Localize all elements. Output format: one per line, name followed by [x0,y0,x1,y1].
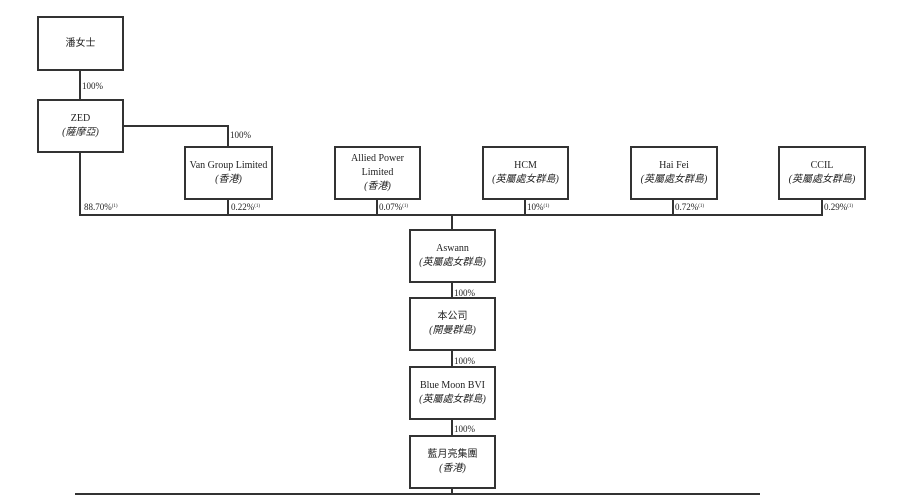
entity-name: ZED [70,113,91,124]
edge-label-aswann-company: 100% [454,288,475,298]
entity-name: Hai Fei [659,160,689,171]
edge-label-zed-aswann: 88.70%(1) [84,202,118,212]
percent: 88.70% [84,202,112,212]
entity-jurisdiction: (香港) [364,181,391,192]
footnote-mark: (1) [698,204,705,209]
entity-jurisdiction: (英屬處女群島) [419,394,486,405]
entity-name: Blue Moon BVI [420,380,485,391]
entity-pan: 潘女士 [37,16,124,71]
entity-name: 潘女士 [65,37,96,49]
entity-jurisdiction: (薩摩亞) [62,127,99,138]
entity-ccil: CCIL (英屬處女群島) [778,146,866,200]
edge-label-ccil-aswann: 0.29%(1) [824,202,853,212]
entity-jurisdiction: (英屬處女群島) [419,257,486,268]
edge-label-zed-van: 100% [230,130,251,140]
entity-jurisdiction: (英屬處女群島) [788,174,856,185]
entity-jurisdiction: (英屬處女群島) [640,174,708,185]
entity-name: Aswann [436,243,469,254]
percent: 0.72% [675,202,699,212]
edge-label-haifei-aswann: 0.72%(1) [675,202,704,212]
percent: 0.22% [231,202,255,212]
entity-haifei: Hai Fei (英屬處女群島) [630,146,718,200]
footnote-mark: (1) [543,204,550,209]
edge-label-hcm-aswann: 10%(1) [527,202,549,212]
edge-label-van-aswann: 0.22%(1) [231,202,260,212]
entity-bluemoon-group: 藍月亮集團 (香港) [409,435,496,489]
entity-jurisdiction: (英屬處女群島) [492,174,559,185]
entity-van: Van Group Limited (香港) [184,146,273,200]
edge-label-pan-zed: 100% [82,81,103,91]
percent: 10% [527,202,544,212]
entity-jurisdiction: (香港) [215,174,242,185]
entity-jurisdiction: (香港) [439,463,466,474]
entity-allied: Allied Power Limited (香港) [334,146,421,200]
entity-name: 本公司 [437,311,468,322]
footnote-mark: (1) [402,204,409,209]
percent: 0.07% [379,202,403,212]
entity-jurisdiction: (開曼群島) [429,325,476,336]
entity-hcm: HCM (英屬處女群島) [482,146,569,200]
entity-name: 藍月亮集團 [427,449,478,460]
entity-zed: ZED (薩摩亞) [37,99,124,153]
edge-label-bluemoon-group: 100% [454,424,475,434]
entity-aswann: Aswann (英屬處女群島) [409,229,496,283]
percent: 0.29% [824,202,848,212]
entity-name: Van Group Limited [189,160,268,171]
entity-bluemoon: Blue Moon BVI (英屬處女群島) [409,366,496,420]
edge-label-allied-aswann: 0.07%(1) [379,202,408,212]
entity-name: HCM [514,160,537,171]
footnote-mark: (1) [254,204,261,209]
footnote-mark: (1) [847,204,854,209]
entity-name: Allied Power Limited [350,153,405,178]
line-zed-van [123,125,229,146]
footnote-mark: (1) [111,204,118,209]
entity-name: CCIL [810,160,834,171]
edge-label-company-bluemoon: 100% [454,356,475,366]
entity-company: 本公司 (開曼群島) [409,297,496,351]
